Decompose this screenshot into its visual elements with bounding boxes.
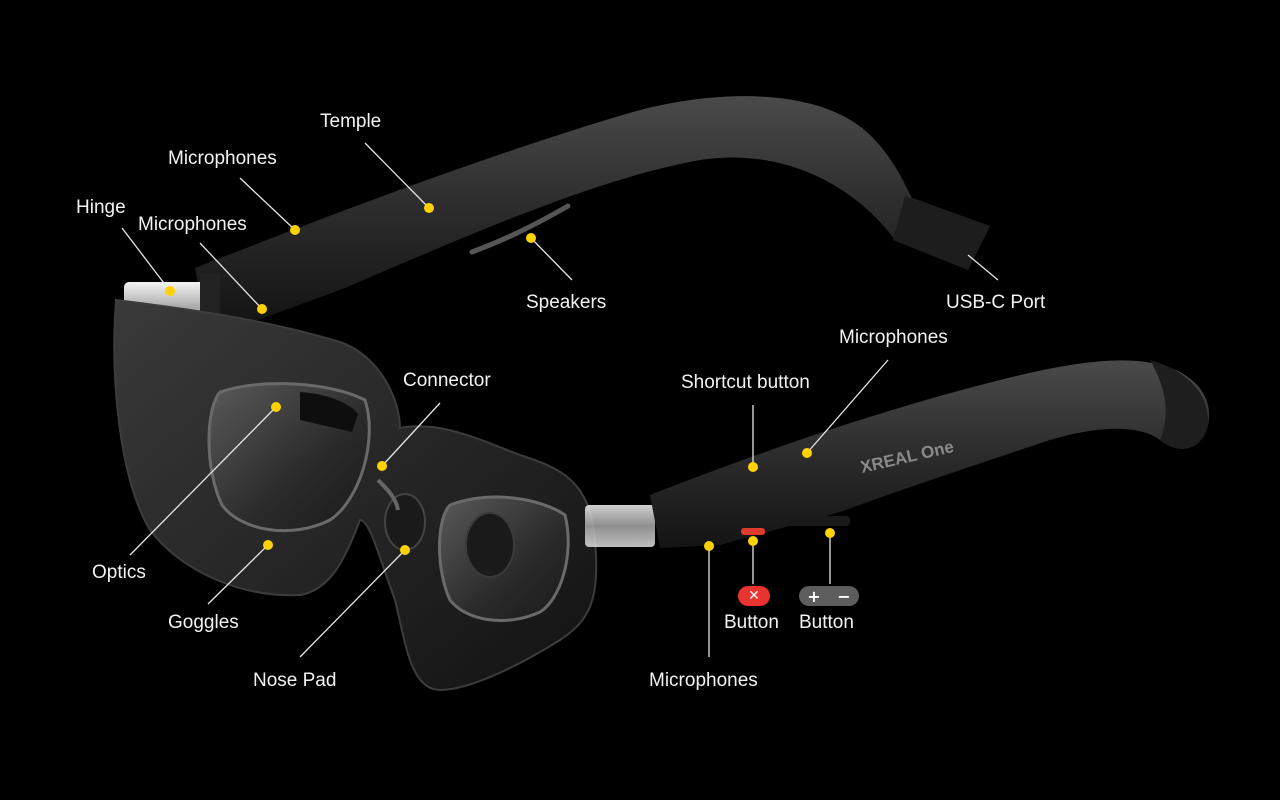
dot-goggles (263, 540, 273, 550)
label-speakers: Speakers (526, 292, 607, 313)
label-nose-pad: Nose Pad (253, 670, 337, 691)
dot-speakers (526, 233, 536, 243)
far-temple-arm (195, 96, 990, 323)
dot-microphones-hinge (257, 304, 267, 314)
label-usb-c-port: USB-C Port (946, 292, 1046, 313)
speaker-grille (469, 203, 571, 255)
label-connector: Connector (403, 370, 491, 391)
plus-icon: + (807, 586, 821, 606)
nose-pad-left (384, 493, 426, 551)
dot-hinge (165, 286, 175, 296)
label-microphones-top: Microphones (168, 148, 277, 169)
label-temple: Temple (320, 111, 382, 132)
dot-button-power (748, 536, 758, 546)
dot-connector (377, 461, 387, 471)
power-button-pill: ✕ (738, 586, 770, 606)
label-button-volume: Button (799, 612, 854, 633)
label-microphones-hinge: Microphones (138, 214, 247, 235)
power-button-physical (741, 528, 765, 535)
dot-button-volume (825, 528, 835, 538)
dot-microphones-right (802, 448, 812, 458)
near-temple-arm (650, 360, 1210, 548)
label-hinge: Hinge (76, 197, 126, 218)
label-shortcut-button: Shortcut button (681, 372, 810, 393)
far-temple-tip (893, 196, 990, 270)
label-microphones-bottom: Microphones (649, 670, 758, 691)
label-goggles: Goggles (168, 612, 239, 633)
label-button-power: Button (724, 612, 779, 633)
dot-optics (271, 402, 281, 412)
close-icon: ✕ (748, 588, 760, 604)
near-hinge (585, 505, 655, 547)
dot-temple (424, 203, 434, 213)
dot-microphones-bottom (704, 541, 714, 551)
dot-microphones-top (290, 225, 300, 235)
leader-lines (121, 142, 999, 658)
label-microphones-right: Microphones (839, 327, 948, 348)
label-optics: Optics (92, 562, 146, 583)
callout-dots (165, 203, 835, 555)
dot-nose-pad (400, 545, 410, 555)
dot-shortcut-button (748, 462, 758, 472)
minus-icon: − (837, 586, 851, 606)
nose-pad-right (465, 512, 515, 578)
volume-button-physical (780, 516, 850, 526)
volume-button-pill: + − (799, 586, 859, 606)
